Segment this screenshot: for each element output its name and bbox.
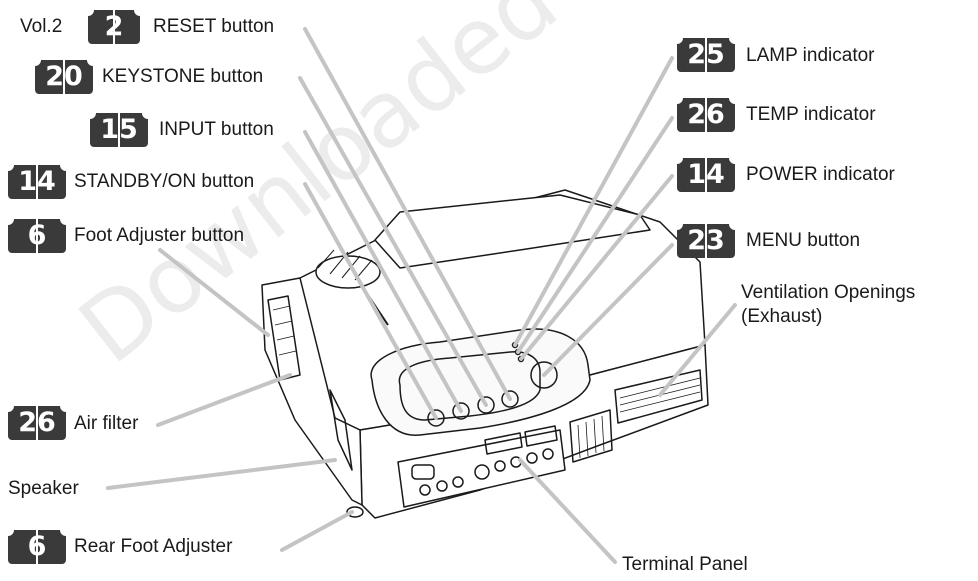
page-badge-rear-foot: 6 <box>6 530 68 564</box>
callout-foot-adjuster-button: Foot Adjuster button <box>74 225 245 246</box>
leader-keystone <box>298 76 488 407</box>
lens-ring <box>315 255 381 289</box>
page-badge-reset: 2 <box>86 10 142 44</box>
page-badge-foot-adjuster: 6 <box>6 219 68 253</box>
page-badge-standby: 14 <box>6 165 68 199</box>
callout-rear-foot-adjuster: Rear Foot Adjuster <box>74 536 233 557</box>
rear-foot <box>346 506 364 518</box>
leader-ventilation <box>658 303 737 397</box>
callout-standby-on-button: STANDBY/ON button <box>74 171 255 192</box>
callout-temp-indicator: TEMP indicator <box>746 104 876 125</box>
terminal-panel <box>397 429 566 508</box>
callout-keystone-button: KEYSTONE button <box>102 66 264 87</box>
page-badge-input: 15 <box>88 113 150 147</box>
leader-reset <box>303 27 512 401</box>
leader-speaker <box>106 458 337 490</box>
standby-button <box>427 409 445 427</box>
callout-power-indicator: POWER indicator <box>746 164 895 185</box>
page-badge-power: 14 <box>675 158 737 192</box>
leader-foot-adjuster <box>158 248 270 337</box>
leader-rear-foot <box>280 510 354 552</box>
callout-speaker: Speaker <box>8 478 79 499</box>
page-badge-air-filter: 26 <box>6 406 68 440</box>
projector-left-side <box>261 277 363 506</box>
page-badge-lamp: 25 <box>675 38 737 72</box>
reset-button <box>501 390 519 408</box>
menu-button <box>530 361 558 389</box>
page-badge-keystone: 20 <box>33 60 95 94</box>
lens-housing-block <box>374 194 651 269</box>
input-button <box>452 402 470 420</box>
callout-air-filter: Air filter <box>74 413 139 434</box>
front-vent <box>569 409 613 463</box>
leader-lamp <box>513 56 674 347</box>
leader-input <box>303 130 463 413</box>
leader-menu <box>542 243 674 377</box>
callout-terminal-panel: Terminal Panel <box>622 554 748 575</box>
leader-temp <box>516 116 674 354</box>
left-grille <box>267 295 301 381</box>
control-panel <box>370 328 591 436</box>
exhaust-vents <box>614 369 703 424</box>
page-badge-menu: 23 <box>675 224 737 258</box>
callout-reset-button: RESET button <box>153 16 275 37</box>
leader-lines <box>106 27 737 564</box>
page-badge-temp: 26 <box>675 98 737 132</box>
leader-terminal <box>518 458 617 564</box>
leader-air-filter <box>156 373 292 427</box>
keystone-button <box>477 396 495 414</box>
callout-ventilation-openings: Ventilation Openings <box>741 282 916 303</box>
callout-input-button: INPUT button <box>159 119 274 140</box>
callout-exhaust: (Exhaust) <box>741 306 823 327</box>
callout-menu-button: MENU button <box>746 230 861 251</box>
vol2-prefix: Vol.2 <box>20 16 63 37</box>
leader-power <box>519 174 674 361</box>
leader-standby <box>303 182 438 420</box>
speaker-grille <box>329 389 353 471</box>
callout-lamp-indicator: LAMP indicator <box>746 45 875 66</box>
